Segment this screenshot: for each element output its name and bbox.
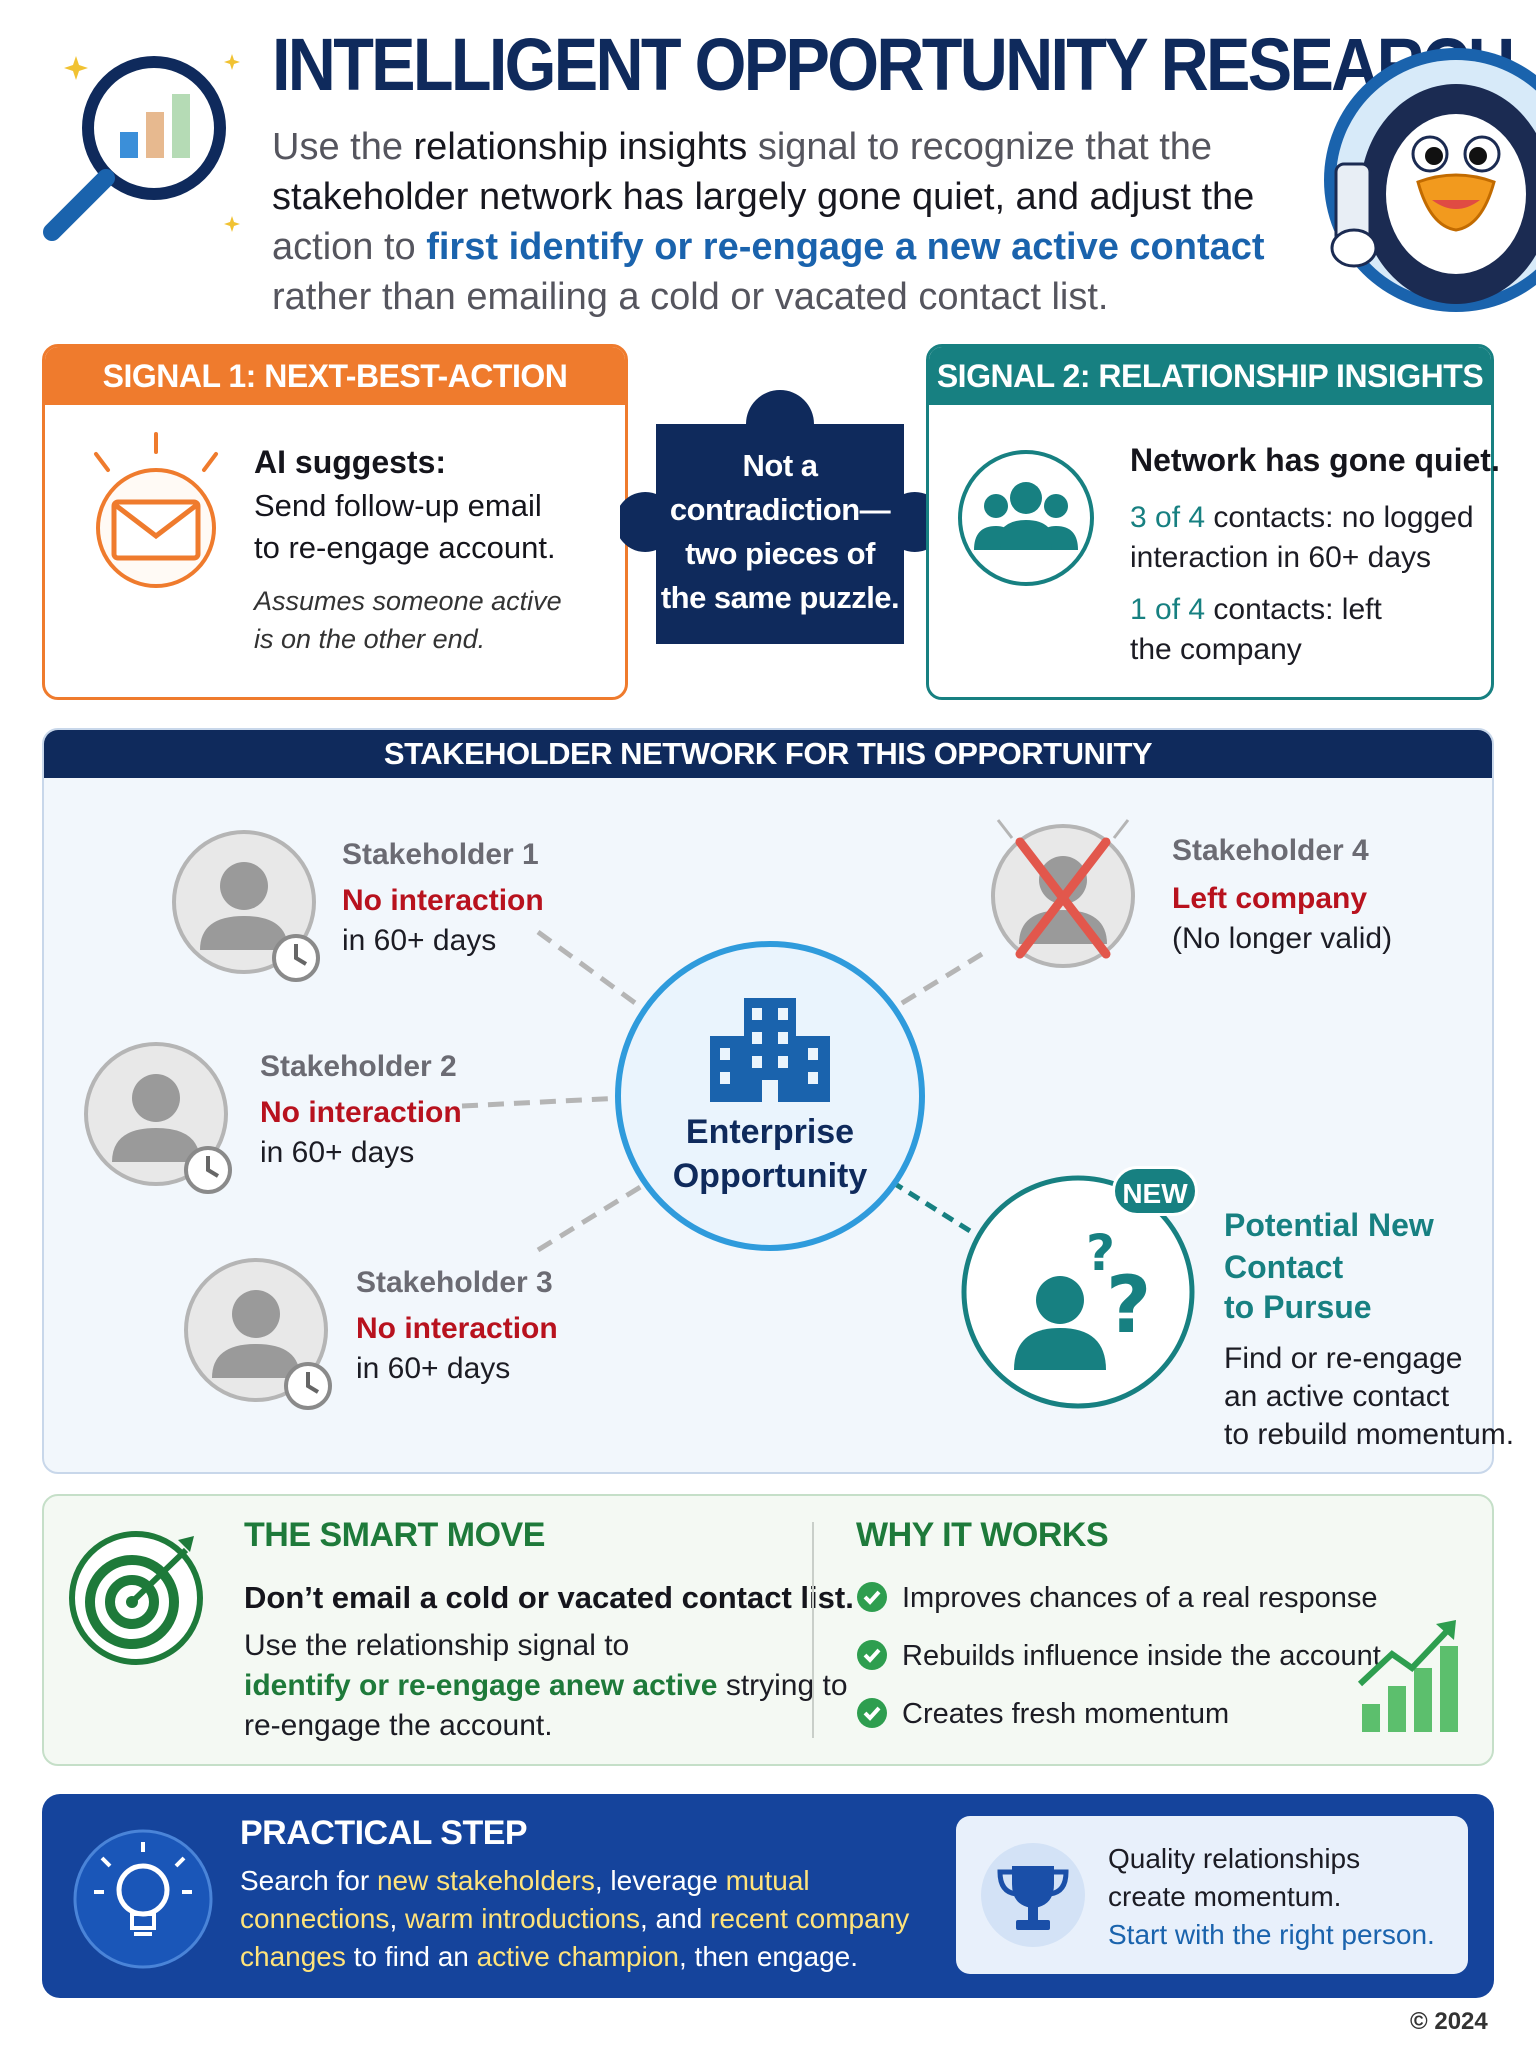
stakeholder-3-avatar	[184, 1258, 332, 1410]
network-heading: STAKEHOLDER NETWORK FOR THIS OPPORTUNITY	[44, 730, 1492, 778]
magnifier-chart-icon	[43, 54, 240, 241]
why-item-2: Rebuilds influence inside the account	[856, 1638, 1381, 1674]
practical-step-body: Search for new stakeholders, leverage mu…	[240, 1865, 910, 1972]
new-contact-title-3: to Pursue	[1224, 1289, 1372, 1325]
signal-1-line-2: to re-engage account.	[254, 530, 556, 565]
stakeholder-2-status: No interaction	[260, 1096, 462, 1129]
stakeholder-1-detail: in 60+ days	[342, 924, 497, 957]
smart-move-divider	[812, 1522, 814, 1738]
new-badge: NEW	[1112, 1166, 1198, 1216]
envelope-icon	[94, 432, 218, 588]
signal-1-lead: AI suggests:	[254, 444, 447, 480]
page-title: INTELLIGENT OPPORTUNITY RESEARCH	[272, 23, 1515, 106]
network-connectors	[461, 929, 984, 1253]
trophy-icon	[981, 1843, 1085, 1947]
new-contact-title-1: Potential New	[1224, 1207, 1434, 1243]
signal-1-note-1: Assumes someone active	[254, 586, 562, 616]
stakeholder-2-avatar	[84, 1042, 232, 1194]
growth-chart-icon	[1357, 1620, 1458, 1732]
new-contact-title-2: Contact	[1224, 1249, 1344, 1285]
why-item-1: Improves chances of a real response	[856, 1580, 1378, 1616]
penguin-mascot-icon	[1324, 48, 1536, 312]
stakeholder-4-avatar-crossed	[991, 819, 1135, 968]
stakeholder-2-name: Stakeholder 2	[260, 1050, 457, 1083]
stakeholder-1-name: Stakeholder 1	[342, 838, 539, 871]
lightbulb-icon	[73, 1829, 213, 1969]
signal-1-card: SIGNAL 1: NEXT-BEST-ACTION	[42, 344, 628, 700]
copyright: © 2024	[1410, 2008, 1488, 2035]
svg-text:?: ?	[1086, 1224, 1115, 1282]
smart-move-heading: THE SMART MOVE	[244, 1516, 545, 1554]
check-circle-icon	[857, 1640, 887, 1670]
why-item-3: Creates fresh momentum	[856, 1696, 1229, 1732]
enterprise-building-icon	[615, 941, 925, 1251]
stakeholder-2-detail: in 60+ days	[260, 1136, 415, 1169]
new-contact-body-3: to rebuild momentum.	[1224, 1418, 1515, 1451]
stakeholder-3-name: Stakeholder 3	[356, 1266, 553, 1299]
svg-text:?: ?	[1106, 1261, 1151, 1351]
puzzle-piece-icon	[620, 390, 940, 644]
new-contact-body-1: Find or re-engage	[1224, 1342, 1463, 1375]
quote-text: Quality relationships create momentum. S…	[1108, 1843, 1435, 1950]
enterprise-opportunity-label: Enterprise Opportunity	[672, 1113, 868, 1195]
smart-move-line-3: re-engage the account.	[244, 1709, 553, 1742]
smart-move-panel	[42, 1494, 1494, 1766]
check-circle-icon	[857, 1698, 887, 1728]
page-subtitle: Use the relationship insights signal to …	[272, 126, 1265, 318]
new-contact-body-2: an active contact	[1224, 1380, 1450, 1413]
target-icon	[69, 1531, 203, 1665]
smart-move-lead: Don’t email a cold or vacated contact li…	[244, 1580, 854, 1615]
stakeholder-4-detail: (No longer valid)	[1172, 922, 1393, 955]
signal-2-stat-2-cont: the company	[1130, 633, 1302, 666]
signal-2-lead: Network has gone quiet.	[1130, 442, 1500, 478]
puzzle-text: Not a contradiction— two pieces of the s…	[660, 448, 900, 615]
why-heading: WHY IT WORKS	[856, 1516, 1109, 1554]
smart-move-line-2: identify or re-engage anew active stryin…	[244, 1669, 848, 1702]
signal-1-note-2: is on the other end.	[254, 624, 486, 654]
stakeholder-3-detail: in 60+ days	[356, 1352, 511, 1385]
stakeholder-3-status: No interaction	[356, 1312, 558, 1345]
signal-2-stat-1: 3 of 4 contacts: no logged	[1130, 501, 1474, 534]
stakeholder-4-status: Left company	[1172, 882, 1368, 915]
people-group-icon	[958, 450, 1094, 586]
signal-1-heading: SIGNAL 1: NEXT-BEST-ACTION	[45, 347, 625, 405]
signal-2-heading: SIGNAL 2: RELATIONSHIP INSIGHTS	[929, 347, 1491, 405]
signal-2-stat-2: 1 of 4 contacts: left	[1130, 593, 1382, 626]
new-contact-question-icon: ? ?	[961, 1175, 1195, 1409]
signal-2-stat-1-cont: interaction in 60+ days	[1130, 541, 1432, 574]
smart-move-line-1: Use the relationship signal to	[244, 1629, 630, 1662]
practical-step-heading: PRACTICAL STEP	[240, 1814, 528, 1852]
check-circle-icon	[857, 1582, 887, 1612]
signal-1-line-1: Send follow-up email	[254, 488, 542, 523]
stakeholder-4-name: Stakeholder 4	[1172, 834, 1369, 867]
stakeholder-1-avatar	[172, 830, 320, 982]
stakeholder-1-status: No interaction	[342, 884, 544, 917]
